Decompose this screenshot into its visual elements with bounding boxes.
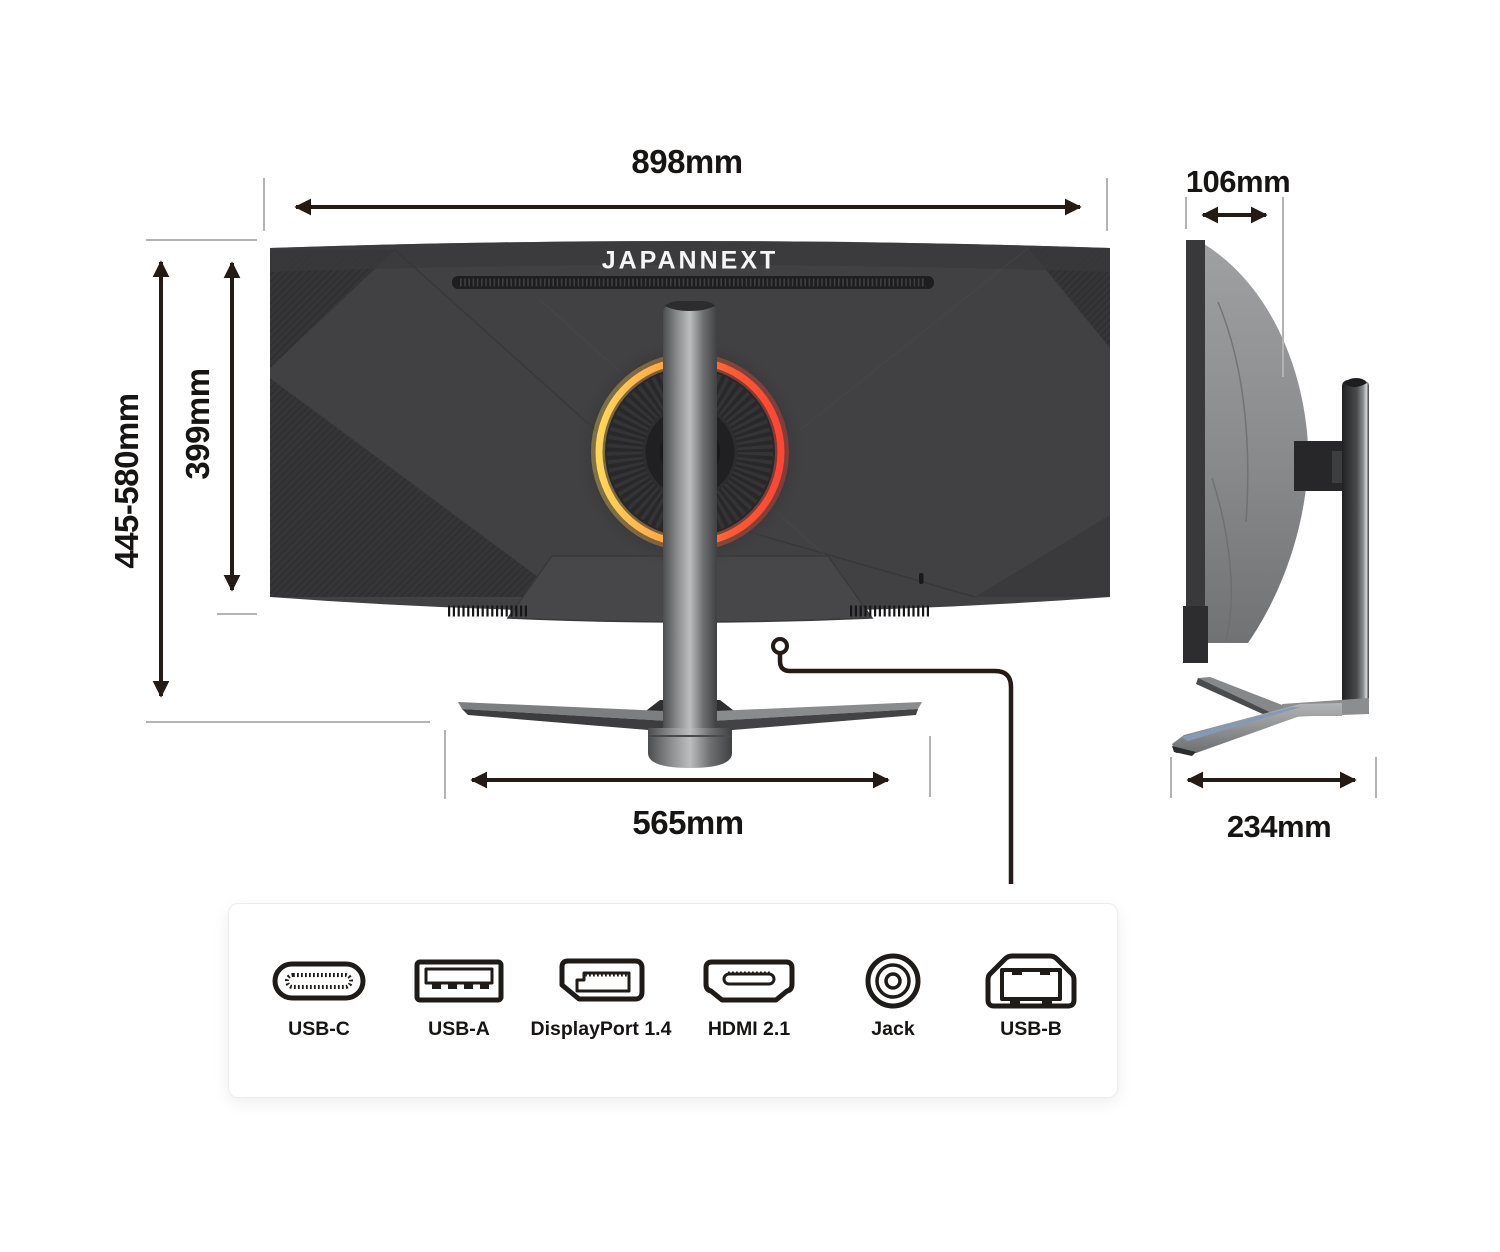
stand-base-side: [1172, 677, 1369, 756]
port-jack: Jack: [818, 950, 968, 1041]
port-label: HDMI 2.1: [707, 1018, 791, 1040]
stand-pole-back: [648, 301, 732, 768]
dim-side-depth: 106mm: [1185, 164, 1291, 199]
dimension-ticks: [146, 178, 1377, 799]
dim-stand-width: 565mm: [632, 804, 744, 841]
dimension-arrows: [152, 198, 1357, 789]
usb-a-icon: [414, 959, 504, 1003]
displayport-icon: [559, 958, 645, 1002]
stand-pole-side: [1342, 380, 1369, 706]
port-usb-c: USB-C: [244, 950, 394, 1041]
port-hdmi: HDMI 2.1: [674, 950, 824, 1041]
dim-base-depth: 234mm: [1226, 809, 1332, 844]
dim-back-width: 898mm: [631, 143, 743, 180]
jack-icon: [865, 953, 921, 1009]
hdmi-icon: [703, 959, 795, 1003]
port-label: Jack: [871, 1018, 915, 1040]
brand-logo: JAPANNEXT: [601, 246, 779, 275]
port-label: USB-C: [288, 1018, 350, 1040]
ports-panel: USB-C USB-A DisplayPort 1.4: [228, 903, 1118, 1098]
port-label: USB-A: [428, 1018, 490, 1040]
power-indicator: [919, 573, 924, 584]
monitor-back-view: [270, 241, 1110, 768]
port-label: DisplayPort 1.4: [530, 1018, 672, 1040]
port-label: USB-B: [1000, 1018, 1062, 1040]
port-usb-b: USB-B: [956, 950, 1106, 1041]
port-usb-a: USB-A: [384, 950, 534, 1041]
usb-b-icon: [985, 953, 1077, 1009]
dim-total-height: 445-580mm: [108, 393, 145, 569]
dim-panel-height: 399mm: [179, 368, 216, 480]
port-displayport: DisplayPort 1.4: [526, 950, 676, 1041]
ports-callout: [771, 637, 1014, 884]
usb-c-icon: [272, 961, 366, 1001]
